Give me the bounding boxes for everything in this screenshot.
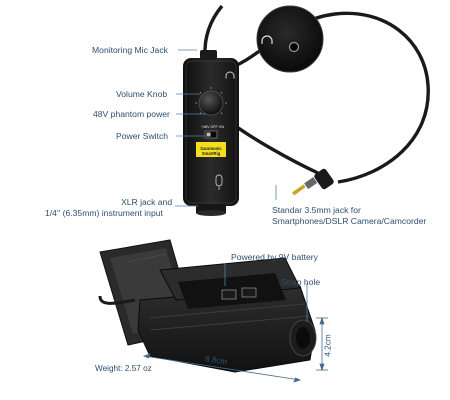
label-monitoring-jack: Monitoring Mic Jack (92, 45, 168, 55)
label-strap-hole: Strap hole (281, 277, 321, 287)
switch-label: +48V OFF ON (201, 125, 225, 129)
label-volume-knob: Volume Knob (116, 89, 168, 99)
zoom-circle (256, 5, 324, 73)
mic-icon (215, 174, 223, 190)
cable-loop (223, 11, 430, 184)
label-xlr-line1: XLR jack and (121, 197, 173, 207)
label-standard-line2: Smartphones/DSLR Camera/Camcorder (272, 216, 427, 226)
brand-label: Saramonic SmartRig (196, 146, 226, 156)
cable-to-plug (233, 123, 319, 175)
weight-label: Weight: 2.57 oz (95, 364, 152, 373)
label-xlr-line2: 1/4'' (6.35mm) instrument input (45, 208, 163, 218)
jack-plug-icon (292, 168, 334, 196)
phantom-switch (204, 130, 218, 139)
zoom-jack-icon (288, 41, 300, 53)
label-battery: Powered by 9V battery (231, 252, 318, 262)
brand-sticker (196, 142, 226, 157)
label-phantom-power: 48V phantom power (93, 109, 170, 119)
top-connector (200, 50, 217, 60)
label-standard-line1: Standar 3.5mm jack for (272, 205, 361, 215)
cable-bottom (98, 295, 136, 305)
battery-compartment (99, 239, 317, 373)
brand-model: SmartRig (201, 151, 221, 156)
zoom-headphone-icon (261, 35, 273, 44)
cable-top (203, 4, 224, 57)
volume-knob (198, 90, 224, 116)
label-power-switch: Power Switch (116, 131, 169, 141)
brand-name: Saramonic (200, 146, 222, 151)
height-label: 4.2cm (323, 334, 333, 357)
length-dimension-line (143, 355, 301, 381)
body-headphone-icon (225, 71, 235, 79)
battery-terminal (221, 289, 237, 300)
